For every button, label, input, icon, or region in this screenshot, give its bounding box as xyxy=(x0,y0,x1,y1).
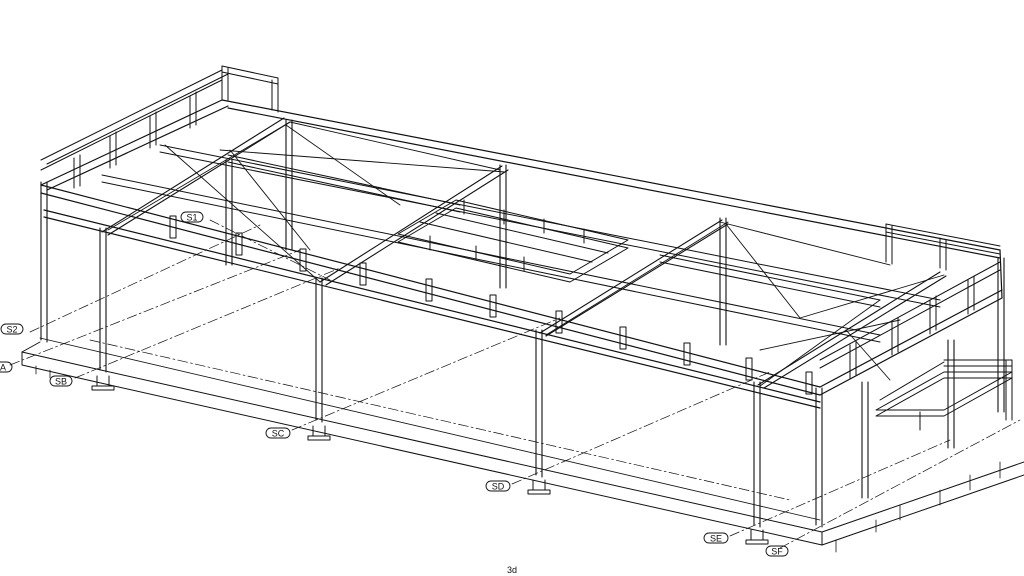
grid-bubble-sb: SB xyxy=(49,375,73,387)
grid-label-sc: SC xyxy=(272,429,285,439)
grid-label-se: SE xyxy=(710,534,722,544)
grid-lines xyxy=(9,219,1021,549)
grid-label-sf: SF xyxy=(771,547,783,557)
anchor-ticks xyxy=(35,365,1001,553)
grid-label-sd: SD xyxy=(492,482,505,492)
front-stub-posts xyxy=(169,215,813,395)
grid-bubble-sc: SC xyxy=(265,427,291,439)
landing-frame xyxy=(875,359,1013,431)
grid-bubble-s2: S2 xyxy=(0,323,24,335)
guardrail-right xyxy=(819,223,1001,379)
perimeter-beams xyxy=(40,99,1003,409)
grid-bubble-sf: SF xyxy=(765,545,789,557)
grid-label-s1: S1 xyxy=(186,213,197,223)
guardrail-left xyxy=(40,65,279,189)
grid-bubble-s1: S1 xyxy=(180,211,204,223)
central-platform xyxy=(397,199,629,283)
base-plates xyxy=(91,375,769,545)
cross-bracing xyxy=(107,121,945,387)
view-label: 3d xyxy=(506,565,517,575)
joists xyxy=(101,144,941,343)
grid-label-sb: SB xyxy=(55,377,67,387)
grid-label-s2: S2 xyxy=(6,325,17,335)
grid-bubble-sd: SD xyxy=(485,480,511,492)
grid-bubble-se: SE xyxy=(703,532,729,544)
grid-bubble-a: A xyxy=(0,361,13,373)
columns xyxy=(40,119,1005,528)
cross-beams xyxy=(101,117,947,389)
foundation-slab xyxy=(21,337,1024,546)
grid-label-a: A xyxy=(0,363,6,373)
